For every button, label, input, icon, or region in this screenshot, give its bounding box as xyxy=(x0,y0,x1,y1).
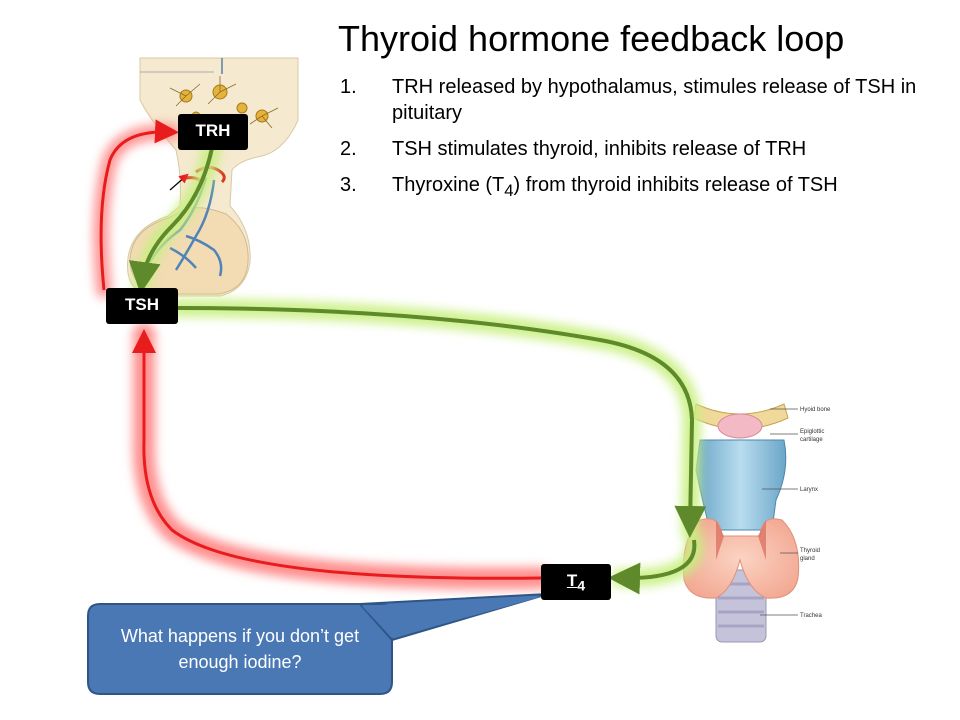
anno-larynx: Larynx xyxy=(800,487,818,493)
step-item: 3. Thyroxine (T4) from thyroid inhibits … xyxy=(340,172,950,204)
larynx xyxy=(695,439,787,531)
step-text: TRH released by hypothalamus, stimules r… xyxy=(392,76,917,124)
anno-hyoid: Hyoid bone xyxy=(800,407,831,413)
steps-list: 1. TRH released by hypothalamus, stimule… xyxy=(340,74,950,214)
t4-inhibition-arrow xyxy=(132,329,542,580)
trh-inhibition-arrow xyxy=(99,119,179,291)
thyroid-to-t4-arrow xyxy=(608,539,697,595)
trh-label: TRH xyxy=(178,114,248,150)
tsh-label: TSH xyxy=(106,288,178,324)
t4-label-sub: 4 xyxy=(577,578,586,595)
step-text: TSH stimulates thyroid, inhibits release… xyxy=(392,138,807,160)
epiglottis xyxy=(717,413,763,439)
step-number: 3. xyxy=(340,174,357,196)
step-text-after: ) from thyroid inhibits release of TSH xyxy=(513,174,838,196)
thyroid-illustration: Hyoid bone Epiglottic cartilage Larynx T… xyxy=(682,403,831,643)
step-item: 2. TSH stimulates thyroid, inhibits rele… xyxy=(340,136,950,162)
step-item: 1. TRH released by hypothalamus, stimule… xyxy=(340,74,950,126)
anno-epiglottic: Epiglottic xyxy=(800,429,824,435)
anatomy-leader-lines xyxy=(760,408,798,616)
callout-question: What happens if you don’t get enough iod… xyxy=(120,626,360,672)
tsh-to-thyroid-arrow xyxy=(177,306,707,538)
t4-label-base: T xyxy=(566,571,578,590)
thyroid-gland xyxy=(682,518,800,599)
trh-to-tsh-arrow xyxy=(128,147,214,294)
page-title: Thyroid hormone feedback loop xyxy=(338,18,845,59)
step-number: 2. xyxy=(340,138,357,160)
step-subscript: 4 xyxy=(504,181,514,200)
step-text: Thyroxine (T xyxy=(392,174,505,196)
t4-label: T4 xyxy=(541,564,611,600)
anno-trachea: Trachea xyxy=(800,613,822,619)
anno-gland: gland xyxy=(800,556,815,562)
pointer-line xyxy=(169,173,189,191)
step-number: 1. xyxy=(340,76,357,98)
anno-cartilage: cartilage xyxy=(800,437,823,443)
anno-thyroid: Thyroid xyxy=(800,548,820,554)
